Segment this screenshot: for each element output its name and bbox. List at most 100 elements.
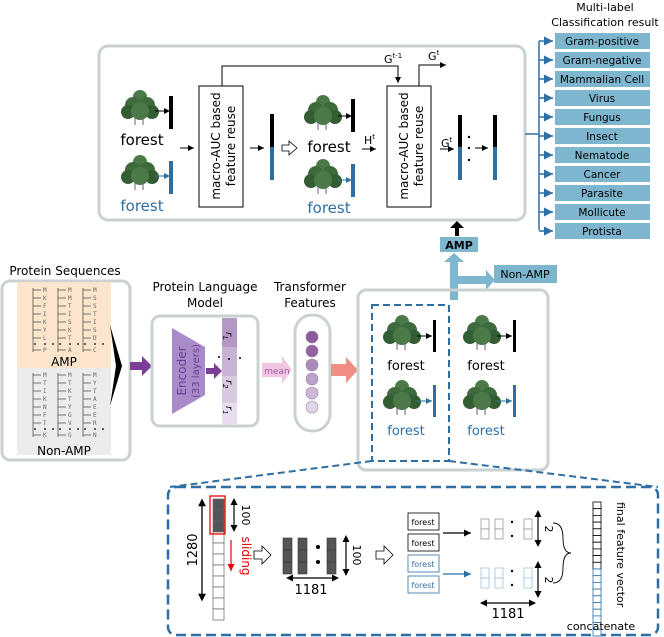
slice-cell [282, 537, 293, 551]
ellipsis-dot [84, 428, 86, 430]
vector-cell [212, 553, 225, 566]
g-prev-label: Gt-1 [384, 52, 402, 66]
residue: Y [43, 327, 47, 334]
residue: T [43, 380, 47, 387]
vector-cell [212, 542, 225, 555]
prob-cell [523, 567, 533, 579]
prob-cell [480, 567, 490, 579]
ellipsis-dot [77, 428, 79, 430]
plm-title: Model [187, 296, 223, 310]
transformer-title: Transformer [273, 280, 346, 294]
final-vector-cell [592, 535, 602, 543]
residue: M [68, 372, 72, 379]
residue: M [43, 287, 47, 294]
ellipsis-dot [102, 428, 104, 430]
residue: S [93, 303, 97, 310]
prob-cell [523, 577, 533, 589]
dim-1280-label: 1280 [186, 533, 201, 566]
residue: D [93, 335, 97, 342]
residue: E [93, 412, 97, 419]
final-vector-cell [592, 528, 602, 536]
result-label-box [555, 109, 650, 125]
residue: I [43, 311, 47, 318]
ellipsis-dot [102, 343, 104, 345]
vector-cell [212, 520, 225, 533]
result-label-box [555, 166, 650, 182]
forest-box [407, 512, 440, 531]
non-amp-box [494, 265, 557, 283]
r-2-label: r2 [221, 380, 234, 389]
result-label-box [555, 185, 650, 201]
feature-circle [305, 358, 319, 372]
forest-label: forest [387, 424, 424, 439]
residue: F [43, 412, 47, 419]
final-vector-cell [592, 628, 602, 637]
residue: T [43, 420, 47, 427]
ellipsis-dot [34, 428, 36, 430]
plm-title: Protein Language [152, 280, 257, 294]
ellipsis-dot [44, 343, 46, 345]
feature-circle [305, 372, 319, 386]
result-label: Protista [582, 226, 622, 238]
feature-reuse-panel [97, 44, 527, 222]
ellipsis-dot [69, 343, 71, 345]
forest-label: forest [467, 359, 504, 374]
residue: N [93, 432, 97, 439]
residue: K [43, 319, 47, 326]
ellipsis-dot [94, 343, 96, 345]
forest-box [407, 533, 440, 552]
tree-icon [303, 94, 343, 131]
ellipsis-dot [69, 428, 71, 430]
ellipsis-dot [44, 428, 46, 430]
ellipsis-dot [84, 343, 86, 345]
chevron-icon [110, 325, 122, 406]
sliding-label: sliding [239, 536, 253, 575]
result-label: Insect [586, 131, 618, 143]
ellipsis-dot [52, 428, 54, 430]
result-label: Fungus [583, 112, 621, 124]
up-arrow-icon [450, 221, 464, 236]
token-embeddings [222, 403, 237, 425]
tree-icon [303, 158, 343, 195]
sequences-title: Protein Sequences [9, 264, 120, 278]
final-vector-cell [592, 608, 602, 617]
ellipsis-dot [59, 428, 61, 430]
result-label-box [555, 128, 650, 144]
residue: G [68, 432, 72, 439]
prob-cell [480, 577, 490, 589]
amp-label: AMP [445, 239, 473, 252]
residue: M [68, 287, 72, 294]
result-label: Parasite [581, 188, 623, 200]
final-vector-cell [592, 508, 602, 516]
mean-label: mean [264, 367, 290, 377]
residue: K [43, 432, 47, 439]
result-label: Gram-negative [563, 55, 642, 67]
residue: M [43, 372, 47, 379]
brace-icon [552, 522, 572, 584]
sequences-panel [0, 279, 132, 462]
forest-output-bar [169, 96, 173, 129]
slice-cell [326, 549, 337, 563]
result-label-box [555, 33, 650, 49]
residue: T [68, 396, 72, 403]
final-vector-cell [592, 541, 602, 550]
final-vector-cell [592, 582, 602, 590]
mean-arrow [262, 356, 292, 384]
final-vector-cell [592, 602, 602, 610]
vector-cell [212, 575, 225, 588]
slice-cell [326, 537, 337, 551]
result-label-box [555, 147, 650, 163]
ellipsis-dot [52, 343, 54, 345]
residue: A [68, 347, 72, 354]
reuse-label: feature reuse [224, 106, 238, 186]
feature-circle [305, 386, 319, 400]
feature-circle [305, 330, 319, 344]
forest-box-label: forest [411, 560, 434, 569]
amp-box [440, 237, 478, 252]
tree-icon [120, 89, 160, 126]
encoder-label: Encoder [175, 346, 189, 395]
feature-circle [305, 400, 319, 414]
encoder-layers: (33 layers) [191, 344, 202, 398]
g-prev-connector [221, 65, 401, 86]
